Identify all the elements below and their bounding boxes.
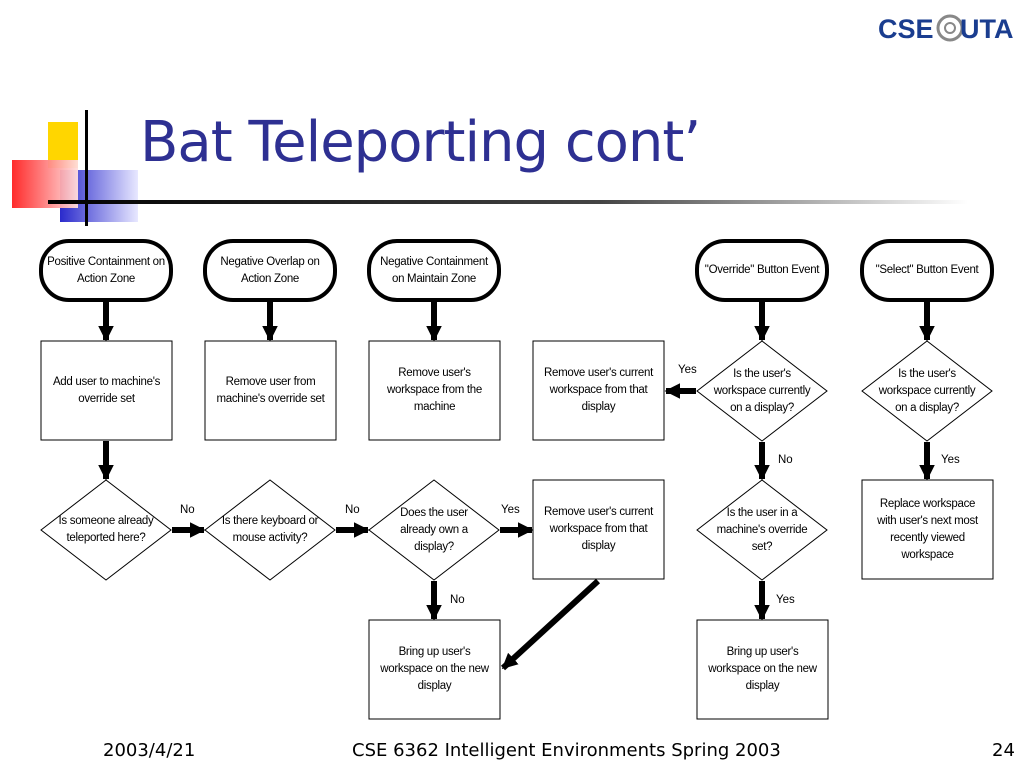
event-negative-containment [367,239,501,302]
process-remove-workspace-machine [368,340,501,441]
svg-text:CSE: CSE [878,14,934,44]
decision-keyboard [204,479,336,581]
process-remove-workspace-machine-label: Remove user's workspace from the machine [387,367,482,413]
event-override-button [695,239,829,302]
process-replace-workspace [861,479,994,580]
deco-vertical-line [85,110,88,226]
process-bring-up-left-label: Bring up user's workspace on the new dis… [380,646,489,692]
process-remove-workspace-top [532,340,665,441]
process-bring-up-right [696,619,829,720]
decision-teleported [40,479,172,581]
decision-select-on-display-label: Is the user's workspace currently on a d… [878,367,976,414]
decision-own-display-label: Does the user already own a display? [400,506,468,553]
event-negative-containment-label: Negative Containment on Maintain Zone [380,255,488,285]
edge-label-yes-select: Yes [941,454,960,466]
edge-label-yes-override-set: Yes [776,594,795,606]
event-positive-containment [39,239,173,302]
event-positive-containment-label: Positive Containment on Action Zone [47,255,165,285]
page-number: 24 [992,740,1015,761]
edge-label-no-own: No [450,594,465,606]
edge-label-yes-own: Yes [501,504,520,516]
process-bring-up-right-label: Bring up user's workspace on the new dis… [708,646,817,692]
process-remove-user-label: Remove user from machine's override set [216,375,325,405]
footer-course: CSE 6362 Intelligent Environments Spring… [352,740,781,761]
event-select-button [860,239,994,302]
footer-date: 2003/4/21 [103,740,196,761]
slide-title: Bat Teleporting cont’ [140,110,701,175]
process-add-user-label: Add user to machine's override set [52,375,161,405]
decision-override-on-display [696,340,828,442]
process-bring-up-left [368,619,501,720]
decision-override-set-label: Is the user in a machine's override set? [716,506,808,553]
edge-label-yes-override: Yes [678,364,697,376]
title-underline [48,200,968,204]
cse-uta-logo: CSE UTA [878,14,1014,44]
process-remove-workspace-mid-label: Remove user's current workspace from tha… [543,506,654,552]
process-replace-workspace-label: Replace workspace with user's next most … [877,497,978,561]
edge-label-no-teleported: No [180,504,195,516]
process-remove-workspace-mid [532,479,665,580]
decision-keyboard-label: Is there keyboard or mouse activity? [221,515,319,544]
decision-override-on-display-label: Is the user's workspace currently on a d… [713,367,811,414]
decision-select-on-display [861,340,993,442]
event-select-button-label: "Select" Button Event [875,264,979,276]
decision-teleported-label: Is someone already teleported here? [58,515,154,544]
edge-label-no-override: No [778,454,793,466]
event-negative-overlap-label: Negative Overlap on Action Zone [220,255,320,285]
arrow-mid-to-bring-up [500,578,601,671]
event-override-button-label: "Override" Button Event [704,264,820,276]
event-negative-overlap [203,239,337,302]
process-remove-workspace-top-label: Remove user's current workspace from tha… [543,367,654,413]
edge-label-no-keyboard: No [345,504,360,516]
decision-own-display [368,479,500,581]
svg-text:UTA: UTA [960,14,1014,44]
process-add-user [40,340,173,441]
decision-override-set [696,479,828,581]
slide-decoration [12,110,968,226]
process-remove-user [204,340,337,441]
